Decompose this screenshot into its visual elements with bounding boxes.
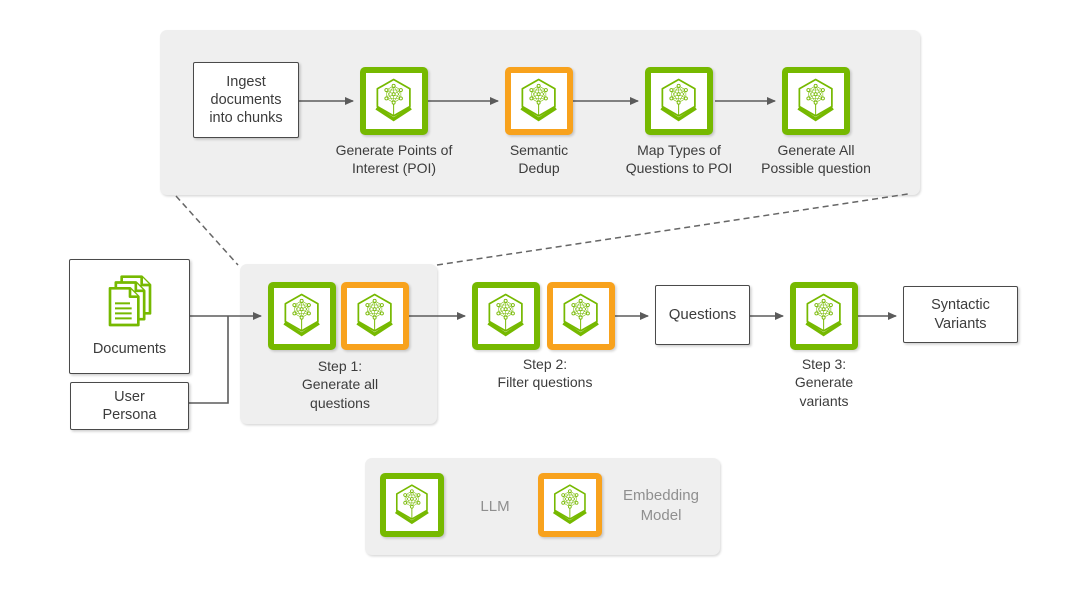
nim-glyph-icon bbox=[389, 482, 435, 528]
nim-glyph-icon bbox=[369, 76, 418, 125]
step2-label: Step 2: Filter questions bbox=[497, 356, 593, 391]
legend-embedding-icon bbox=[538, 473, 602, 537]
legend-llm-icon bbox=[380, 473, 444, 537]
nim-llm-icon bbox=[645, 67, 713, 135]
nim-glyph-icon bbox=[654, 76, 703, 125]
nim-llm-icon bbox=[360, 67, 428, 135]
nim-embedding-icon bbox=[341, 282, 409, 350]
questions-node: Questions bbox=[655, 285, 750, 345]
nim-llm-icon bbox=[790, 282, 858, 350]
nim-glyph-icon bbox=[277, 291, 326, 340]
nim-llm-icon bbox=[268, 282, 336, 350]
nim-embedding-icon bbox=[505, 67, 573, 135]
dashed-callout-left bbox=[175, 195, 239, 266]
legend-llm-label: LLM bbox=[480, 498, 510, 515]
documents-label: Documents bbox=[92, 340, 167, 357]
nim-embedding-icon bbox=[547, 282, 615, 350]
legend-embedding-label: Embedding Model bbox=[623, 487, 699, 524]
step1-label: Step 1: Generate all questions bbox=[301, 358, 379, 411]
ingest-chunks-node: Ingest documents into chunks bbox=[193, 62, 299, 138]
questions-label: Questions bbox=[668, 305, 737, 323]
dashed-callout-right bbox=[436, 193, 909, 266]
documents-stack-icon bbox=[100, 275, 160, 335]
nim-llm-icon bbox=[782, 67, 850, 135]
map-types-label: Map Types of Questions to POI bbox=[625, 142, 733, 177]
documents-node: Documents bbox=[69, 259, 190, 374]
nim-glyph-icon bbox=[556, 291, 605, 340]
generate-poi-label: Generate Points of Interest (POI) bbox=[335, 142, 453, 177]
semantic-dedup-label: Semantic Dedup bbox=[509, 142, 569, 177]
nim-glyph-icon bbox=[791, 76, 840, 125]
syntactic-variants-label: Syntactic Variants bbox=[931, 297, 990, 332]
generate-all-label: Generate All Possible question bbox=[761, 142, 871, 177]
nim-glyph-icon bbox=[350, 291, 399, 340]
step3-label: Step 3: Generate variants bbox=[794, 356, 854, 409]
nim-glyph-icon bbox=[481, 291, 530, 340]
nim-glyph-icon bbox=[514, 76, 563, 125]
user-persona-node: User Persona bbox=[70, 382, 189, 430]
ingest-chunks-label: Ingest documents into chunks bbox=[209, 73, 283, 127]
user-persona-label: User Persona bbox=[102, 388, 157, 423]
nim-glyph-icon bbox=[547, 482, 593, 528]
nim-llm-icon bbox=[472, 282, 540, 350]
syntactic-variants-node: Syntactic Variants bbox=[903, 286, 1018, 343]
nim-glyph-icon bbox=[799, 291, 848, 340]
connector-user-persona-join bbox=[189, 316, 229, 404]
